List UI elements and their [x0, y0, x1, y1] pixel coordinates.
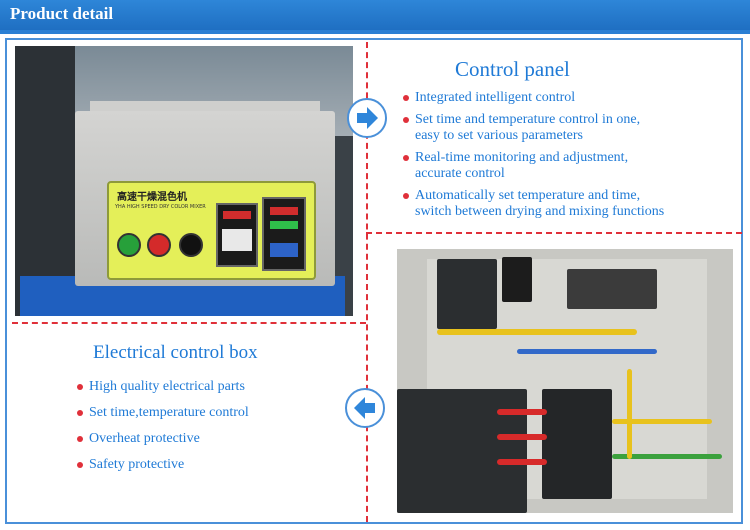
electrical-box-features: High quality electrical parts Set time,t…: [77, 379, 359, 479]
bullet-dot: [403, 155, 409, 161]
control-panel-features: Integrated intelligent control Set time …: [403, 90, 740, 226]
bullet-dot: [77, 410, 83, 416]
feature-item: Automatically set temperature and time,s…: [403, 188, 740, 220]
control-panel-photo: 高速干燥混色机 YHA HIGH SPEED DRY COLOR MIXER: [15, 46, 353, 316]
bullet-dot: [403, 95, 409, 101]
bullet-dot: [403, 193, 409, 199]
bullet-dot: [77, 436, 83, 442]
feature-item: Safety protective: [77, 457, 359, 473]
feature-item: Set time,temperature control: [77, 405, 359, 421]
green-button: [117, 233, 141, 257]
bullet-dot: [77, 384, 83, 390]
electrical-box-photo: [397, 249, 733, 513]
content-frame: [5, 38, 743, 524]
feature-item: Overheat protective: [77, 431, 359, 447]
feature-item: Integrated intelligent control: [403, 90, 740, 106]
page-title: Product detail: [10, 4, 114, 23]
horizontal-divider-left: [12, 322, 366, 324]
electrical-box-title: Electrical control box: [93, 342, 258, 363]
machine-control-panel: 高速干燥混色机 YHA HIGH SPEED DRY COLOR MIXER: [107, 181, 316, 280]
vertical-divider: [366, 42, 368, 522]
feature-item: Set time and temperature control in one,…: [403, 112, 740, 144]
panel-sublabel: YHA HIGH SPEED DRY COLOR MIXER: [115, 204, 206, 210]
panel-label: 高速干燥混色机: [117, 192, 187, 203]
bullet-dot: [403, 117, 409, 123]
feature-item: Real-time monitoring and adjustment,accu…: [403, 150, 740, 182]
arrow-left-icon: [345, 388, 385, 428]
bullet-dot: [77, 462, 83, 468]
horizontal-divider-right: [366, 232, 742, 234]
feature-item: High quality electrical parts: [77, 379, 359, 395]
selector-knob: [179, 233, 203, 257]
red-button: [147, 233, 171, 257]
temperature-controller: [262, 197, 306, 271]
control-panel-title: Control panel: [455, 57, 570, 81]
page-header: Product detail: [0, 0, 750, 34]
arrow-right-icon: [347, 98, 387, 138]
timer-display: [216, 203, 258, 267]
